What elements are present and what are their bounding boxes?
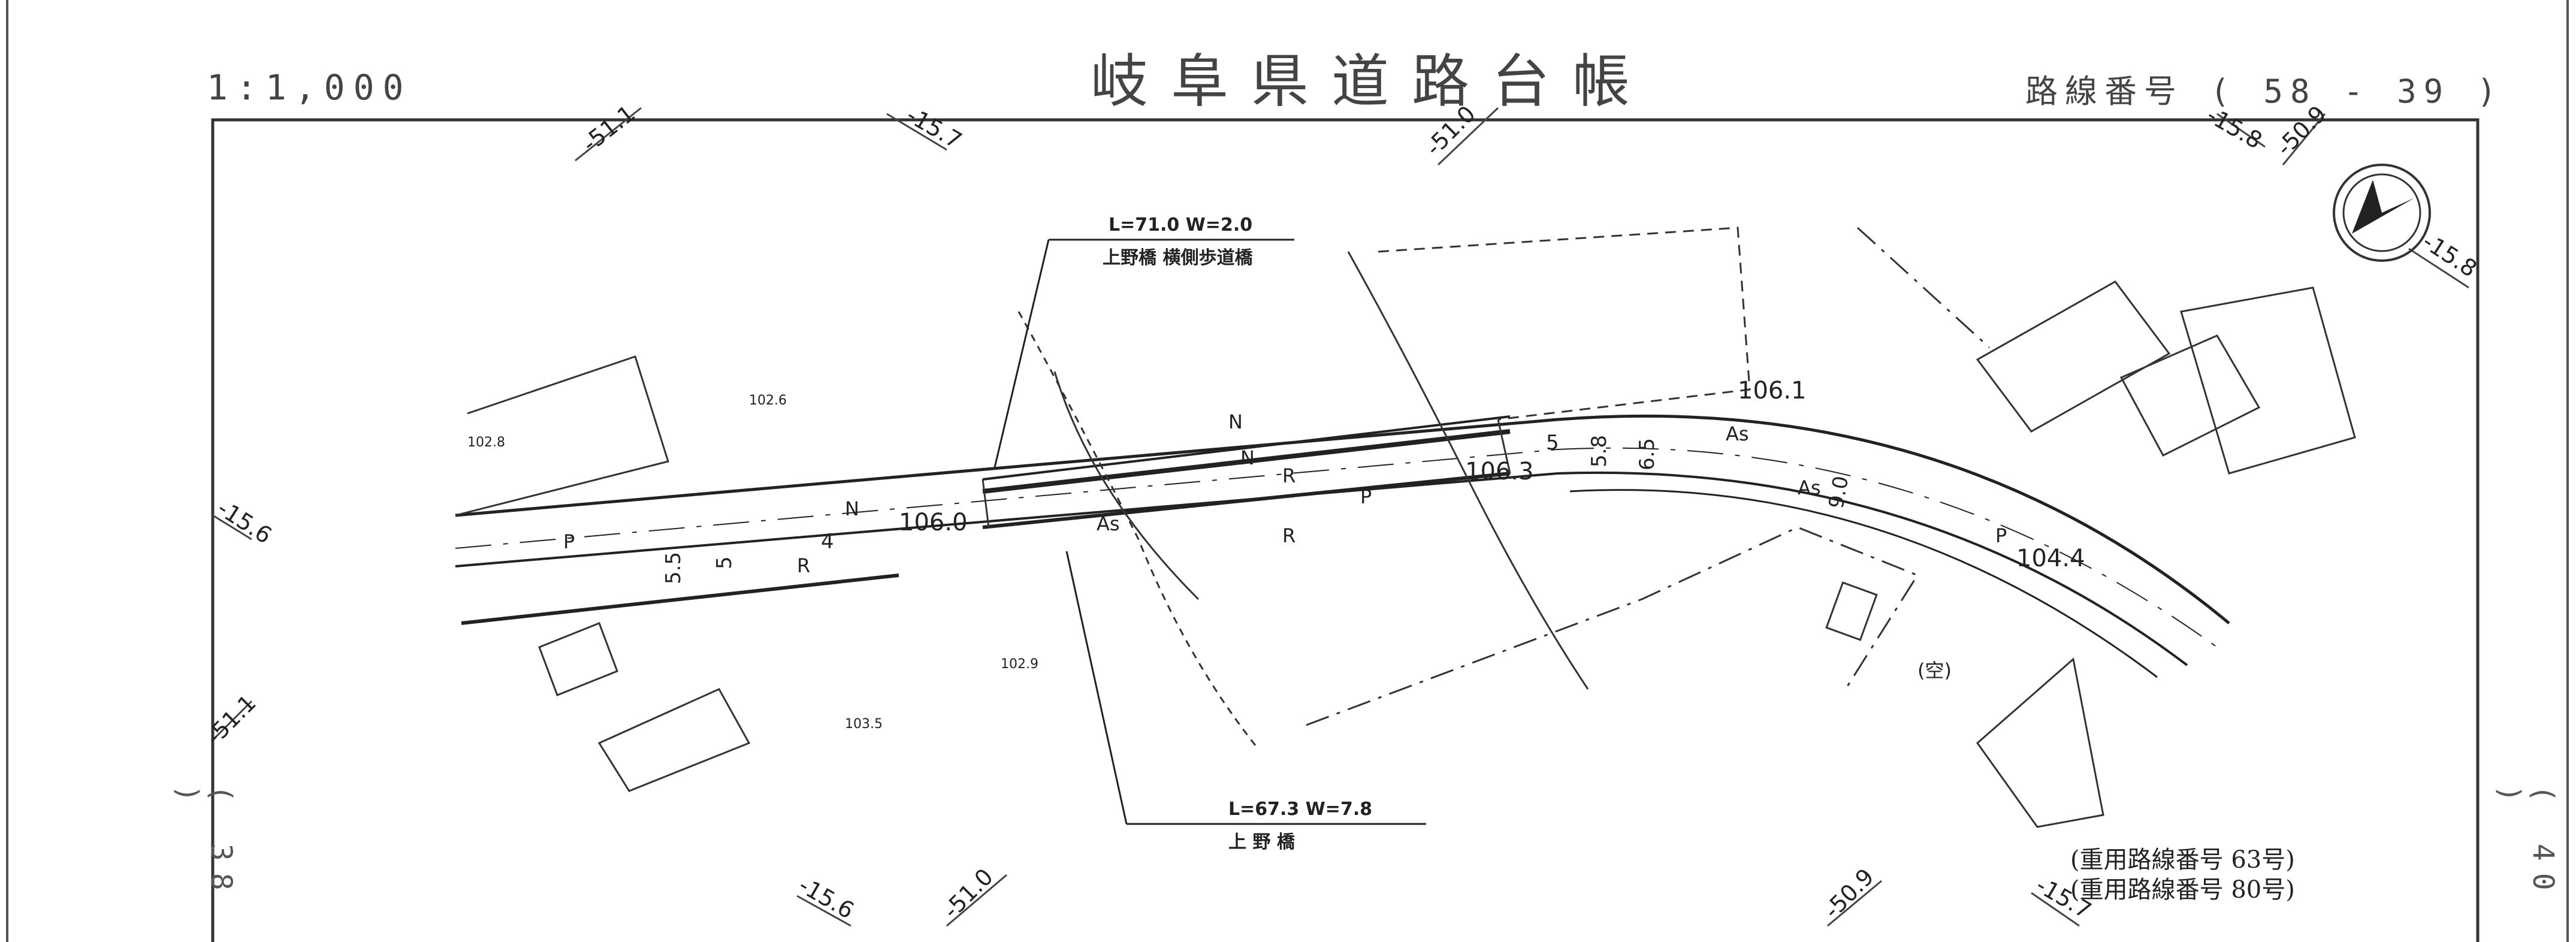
north-arrow-icon	[2333, 164, 2431, 262]
width-label-7: 9.0	[1824, 474, 1853, 510]
curb-r-3: R	[797, 554, 810, 577]
curb-r-1: R	[1282, 464, 1295, 487]
grid-label-top-2: -15.7	[902, 102, 967, 154]
curb-p-2: P	[563, 530, 575, 553]
spot-height-2: 102.6	[749, 393, 787, 408]
vacant-lot-label: (空)	[1917, 659, 1952, 682]
width-label-2: 5	[712, 556, 736, 569]
spot-height-4: 103.5	[845, 717, 883, 732]
road-width-labels: 5.5 5 4 5 5.8 6.5 9.0	[662, 431, 1853, 584]
curb-r-2: R	[1282, 524, 1295, 547]
grid-label-bottom-2: -51.0	[938, 864, 998, 924]
upper-bridge-dims: L=71.0 W=2.0	[1109, 215, 1252, 236]
curb-n-1: N	[1228, 410, 1243, 433]
reference-route-1: (重用路線番号 63号)	[2070, 846, 2295, 874]
elevation-labels: 106.0 106.3 106.1 104.4	[899, 377, 2085, 572]
lower-bridge-dims: L=67.3 W=7.8	[1228, 799, 1372, 820]
width-label-4: 5	[1546, 431, 1559, 455]
lots-and-buildings	[455, 227, 2356, 828]
grid-label-bottom-3: -50.9	[1819, 864, 1879, 924]
elevation-106-0: 106.0	[899, 509, 968, 536]
width-label-5: 5.8	[1587, 435, 1611, 467]
spot-height-1: 102.8	[467, 435, 505, 450]
asphalt-label-1: As	[1097, 512, 1120, 535]
spot-heights: 102.8 102.6 102.9 103.5	[467, 393, 1038, 732]
page-title: 岐阜県道路台帳	[1091, 48, 1653, 115]
spot-height-3: 102.9	[1001, 657, 1038, 672]
grid-label-bottom-1: -15.6	[795, 872, 859, 924]
bridge-structure	[982, 251, 1589, 750]
width-label-6: 6.5	[1635, 438, 1659, 470]
curb-n-3: N	[845, 497, 859, 520]
upper-bridge-name: 上野橋 横側歩道橋	[1103, 247, 1253, 268]
lower-bridge-name: 上 野 橋	[1228, 832, 1295, 853]
elevation-106-1: 106.1	[1738, 377, 1807, 404]
main-road	[455, 414, 2230, 678]
asphalt-label-2: As	[1726, 422, 1749, 445]
reference-route-2: (重用路線番号 80号)	[2070, 876, 2295, 904]
width-label-3: 4	[821, 530, 834, 554]
curb-n-2: N	[1240, 446, 1255, 469]
grid-label-right-1: -15.8	[2418, 228, 2481, 282]
boundary-lines	[1306, 227, 1991, 726]
grid-ticks	[212, 107, 2469, 927]
map-frame	[211, 118, 2480, 942]
elevation-106-3: 106.3	[1465, 458, 1534, 485]
grid-label-top-1: -51.1	[577, 100, 640, 157]
bridge-labels: L=71.0 W=2.0 上野橋 横側歩道橋 L=67.3 W=7.8 上 野 …	[1103, 215, 1372, 853]
road-element-labels: As As As N N N R R R P P P (空)	[563, 410, 2007, 682]
elevation-104-4: 104.4	[2016, 545, 2085, 572]
curb-p-3: P	[1995, 524, 2007, 547]
grid-label-left-2: -51.1	[201, 690, 261, 750]
bridge-leaders	[993, 238, 1426, 825]
route-number: 路線番号 ( 58 - 39 )	[2025, 73, 2504, 110]
adjacent-sheet-left: ( 38 )	[171, 785, 238, 902]
adjacent-sheet-right: ( 40 )	[2493, 785, 2560, 902]
scale-label: 1:1,000	[207, 67, 412, 108]
asphalt-label-3: As	[1798, 476, 1821, 499]
width-label-1: 5.5	[662, 552, 685, 584]
grid-label-left-1: -15.6	[213, 495, 276, 549]
curb-p-1: P	[1360, 485, 1372, 508]
